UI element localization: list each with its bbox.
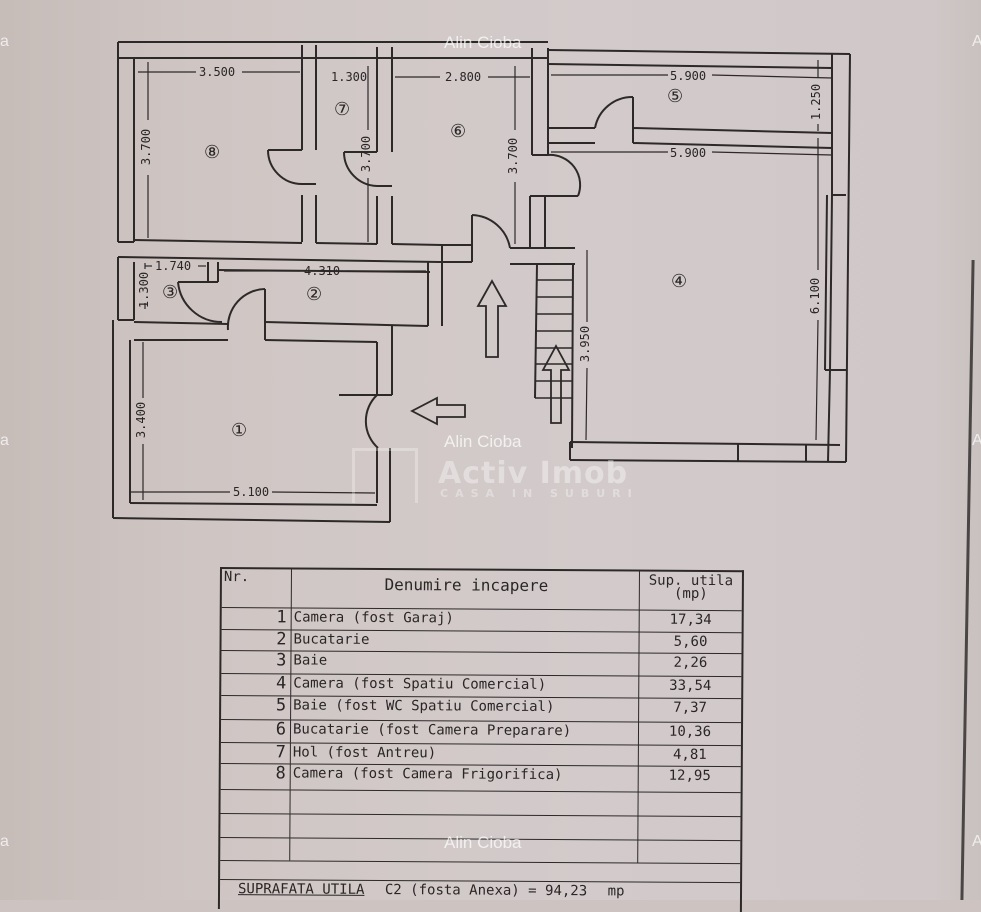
row-nr: 7	[220, 742, 291, 764]
watermark-author-bottom: Alin Cioba	[444, 833, 522, 852]
watermark-author-middle: Alin Cioba	[444, 432, 522, 451]
dim-room5-width: 5.900	[670, 69, 707, 83]
watermark-edge-right-mid: A	[972, 432, 981, 449]
row-nr: 5	[221, 695, 292, 720]
row-nr: 1	[221, 607, 292, 630]
dimension-lines	[130, 60, 833, 500]
dimension-labels: 3.500 3.700 1.300 3.700 2.800 3.700 5.90…	[134, 65, 824, 499]
watermark-author-top: Alin Cioba	[444, 33, 522, 52]
dim-room6-height: 3.700	[506, 137, 521, 175]
stairs-arrow-up-icon	[541, 344, 571, 424]
dim-room7-height: 3.700	[359, 135, 374, 173]
room-number-3: ③	[162, 282, 179, 303]
row-area: 2,26	[673, 654, 708, 671]
room-number-5: ⑤	[667, 86, 684, 107]
watermark-edge-left-mid: a	[0, 432, 9, 449]
dim-room1-height: 3.400	[134, 401, 149, 439]
dim-room7-width: 1.300	[331, 70, 368, 84]
circulation-arrows	[410, 279, 571, 426]
room-number-6: ⑥	[450, 121, 467, 142]
total-unit: mp	[607, 883, 625, 900]
empty-cell	[220, 837, 291, 861]
header-area: Sup. utila (mp)	[640, 572, 742, 611]
total-value: C2 (fosta Anexa) = 94,23	[384, 882, 588, 900]
row-area: 12,95	[668, 767, 711, 785]
row-nr: 4	[221, 673, 292, 696]
arrow-left-icon	[410, 396, 466, 426]
watermark-edge-right-top: A	[972, 33, 981, 50]
row-name: Camera (fost Camera Frigorifica)	[290, 763, 639, 792]
dim-room1-width: 5.100	[233, 485, 270, 499]
room-number-8: ⑧	[204, 142, 221, 163]
empty-cell	[220, 813, 291, 838]
walls	[112, 41, 851, 523]
header-area-unit: (mp)	[673, 585, 708, 602]
watermark-edge-right-bottom: A	[972, 833, 981, 850]
watermark-house-logo-icon	[352, 448, 418, 503]
row-name: Hol (fost Antreu)	[290, 742, 639, 766]
row-name: Baie (fost WC Spatiu Comercial)	[291, 695, 640, 722]
room-number-1: ①	[231, 420, 248, 441]
dim-room3-height: 1.300	[137, 271, 152, 309]
floor-plan	[112, 41, 851, 523]
empty-cell	[290, 789, 639, 816]
dim-room5-height: 1.250	[809, 83, 824, 121]
room-number-4: ④	[671, 271, 688, 292]
watermark-brand: Activ Imob	[438, 456, 629, 491]
row-area: 17,34	[669, 611, 712, 629]
dim-room8-width: 3.500	[199, 65, 236, 79]
room-number-2: ②	[306, 284, 323, 305]
stair-treads	[535, 279, 573, 399]
dim-room6-width: 2.800	[445, 70, 482, 84]
table-header: Nr. Denumire incapere Sup. utila (mp)	[221, 569, 742, 612]
row-name: Baie	[291, 650, 640, 676]
row-name: Bucatarie (fost Camera Preparare)	[290, 719, 640, 745]
row-nr: 8	[220, 763, 291, 790]
arrow-up-icon	[476, 279, 508, 358]
dim-stairs-length: 3.950	[578, 325, 593, 363]
dim-room3-width: 1.740	[155, 259, 192, 273]
empty-cell	[638, 816, 740, 841]
dim-room8-height: 3.700	[139, 128, 154, 166]
total-area-line: SUPRAFATA UTILA C2 (fosta Anexa) = 94,23…	[220, 881, 740, 900]
empty-cell	[638, 840, 740, 864]
row-name: Camera (fost Garaj)	[291, 607, 640, 632]
row-nr: 2	[221, 629, 292, 651]
row-name: Bucatarie	[291, 629, 640, 653]
row-nr: 3	[221, 650, 292, 674]
watermark-edge-left-top: a	[0, 33, 9, 50]
dim-room2-width: 4.310	[304, 264, 341, 278]
empty-cell	[220, 789, 291, 814]
watermark-edge-left-bottom: a	[0, 833, 9, 850]
dim-room4-width: 5.900	[670, 146, 707, 160]
total-label: SUPRAFATA UTILA	[237, 881, 365, 898]
header-name: Denumire incapere	[291, 569, 640, 610]
row-area: 33,54	[669, 677, 712, 695]
header-nr: Nr.	[221, 569, 292, 608]
watermark-brand-tagline: CASA IN SUBURI	[440, 487, 639, 500]
row-name: Camera (fost Spatiu Comercial)	[291, 673, 640, 698]
empty-cell	[638, 792, 740, 817]
room-area-table: Nr. Denumire incapere Sup. utila (mp) 1 …	[217, 567, 744, 912]
room-number-7: ⑦	[334, 99, 351, 120]
row-area: 5,60	[673, 633, 708, 650]
row-area: 4,81	[672, 746, 707, 763]
row-area: 7,37	[673, 699, 708, 716]
row-area: 10,36	[668, 723, 712, 741]
row-nr: 6	[220, 719, 292, 743]
table-row-spacer	[220, 860, 741, 884]
dim-room4-height: 6.100	[808, 277, 823, 315]
